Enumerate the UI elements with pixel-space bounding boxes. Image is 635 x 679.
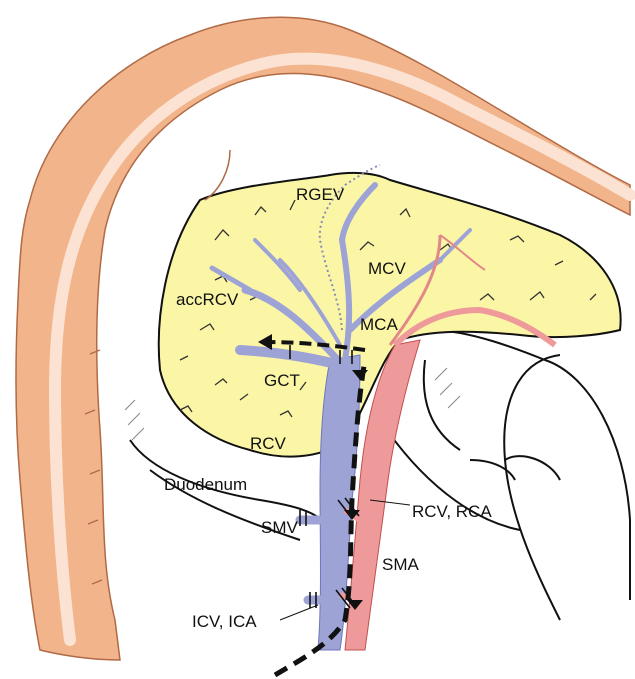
- label-duodenum: Duodenum: [164, 476, 247, 493]
- label-rcv: RCV: [250, 435, 286, 452]
- label-smv: SMV: [261, 519, 298, 536]
- label-mcv: MCV: [368, 260, 406, 277]
- label-icv-ica: ICV, ICA: [192, 613, 257, 630]
- stomach-outline: [380, 330, 630, 620]
- label-rgev: RGEV: [296, 186, 344, 203]
- label-gct: GCT: [264, 372, 300, 389]
- label-mca: MCA: [360, 316, 398, 333]
- label-rcv-rca: RCV, RCA: [412, 503, 492, 520]
- label-accrcv: accRCV: [176, 291, 238, 308]
- label-sma: SMA: [382, 556, 419, 573]
